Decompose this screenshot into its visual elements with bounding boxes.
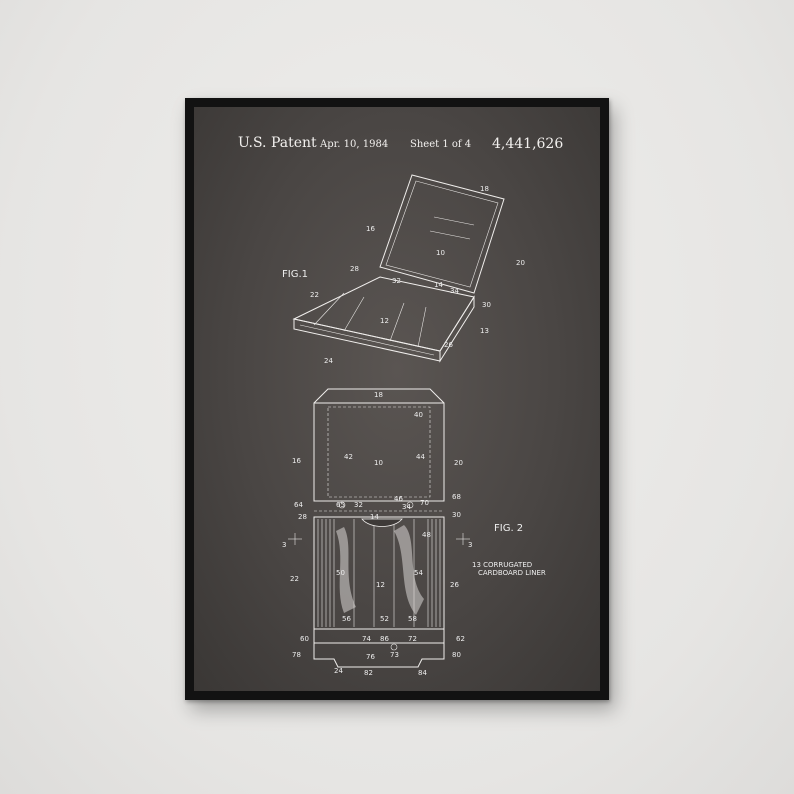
patent-number: 4,441,626 [492,136,564,152]
fig1-label: 28 [350,265,359,273]
patent-date: Apr. 10, 1984 [320,139,389,150]
fig2-label: 10 [374,459,383,467]
fig1-label: 26 [444,341,453,349]
liner-label: 13 CORRUGATED [472,561,532,569]
picture-frame: U.S. Patent Apr. 10, 1984 Sheet 1 of 4 4… [185,98,609,700]
fig2-label: 22 [290,575,299,583]
fig2-label: 48 [422,531,431,539]
fig2-label: 78 [292,651,301,659]
fig2-label: 44 [416,453,425,461]
fig2-label: 12 [376,581,385,589]
patent-poster: U.S. Patent Apr. 10, 1984 Sheet 1 of 4 4… [194,107,600,691]
fig2-label: 28 [298,513,307,521]
fig2-label: 20 [454,459,463,467]
corrugated-liner [317,518,441,627]
fig1-label: 20 [516,259,525,267]
fig2-label: 60 [300,635,309,643]
fig1-label: 30 [482,301,491,309]
fig2-label: 34 [402,503,411,511]
fig1-label: 32 [392,277,401,285]
fig1-label: 14 [434,281,443,289]
fig2-label: 73 [390,651,399,659]
fig2-title: FIG. 2 [494,523,523,534]
fig1-title: FIG.1 [282,269,308,280]
fig1-label: 22 [310,291,319,299]
fig2-label: 70 [420,499,429,507]
fig1-drawing [292,174,505,363]
fig2-label: 74 [362,635,371,643]
fig2-label: 56 [342,615,351,623]
fig2-label: 32 [354,501,363,509]
patent-drawing: FIG.1 18 16 10 20 28 32 14 34 30 22 12 1… [282,174,546,677]
fig2-label: 86 [380,635,389,643]
fig1-label: 10 [436,249,445,257]
fig2-label: 64 [294,501,303,509]
fig2-label: 18 [374,391,383,399]
fig2-label: 82 [364,669,373,677]
fig2-label: 3 [468,541,472,549]
fig2-labels: FIG. 2 13 CORRUGATED CARDBOARD LINER 18 … [282,391,546,677]
fig1-label: 24 [324,357,333,365]
fig2-label: 40 [414,411,423,419]
fig2-label: 50 [336,569,345,577]
fig2-label: 14 [370,513,379,521]
fig2-label: 16 [292,457,301,465]
fig2-label: 80 [452,651,461,659]
fig1-label: 16 [366,225,375,233]
fig2-label: 24 [334,667,343,675]
fig1-label: 18 [480,185,489,193]
liner-label: CARDBOARD LINER [478,569,546,577]
fig2-label: 65 [336,501,345,509]
fig1-label: 34 [450,287,459,295]
patent-label: U.S. Patent [238,135,317,151]
fig2-label: 46 [394,495,403,503]
fig2-label: 76 [366,653,375,661]
fig2-label: 52 [380,615,389,623]
fig2-label: 72 [408,635,417,643]
fig2-label: 3 [282,541,286,549]
fig1-labels: FIG.1 18 16 10 20 28 32 14 34 30 22 12 1… [282,185,525,365]
fig2-label: 84 [418,669,427,677]
fig1-label: 12 [380,317,389,325]
fig2-label: 58 [408,615,417,623]
fig2-label: 68 [452,493,461,501]
fig2-label: 30 [452,511,461,519]
fig2-drawing [288,388,470,668]
fig2-label: 42 [344,453,353,461]
fig2-label: 54 [414,569,423,577]
fig1-label: 13 [480,327,489,335]
fig2-label: 26 [450,581,459,589]
patent-sheet: Sheet 1 of 4 [410,139,472,150]
fig2-label: 62 [456,635,465,643]
